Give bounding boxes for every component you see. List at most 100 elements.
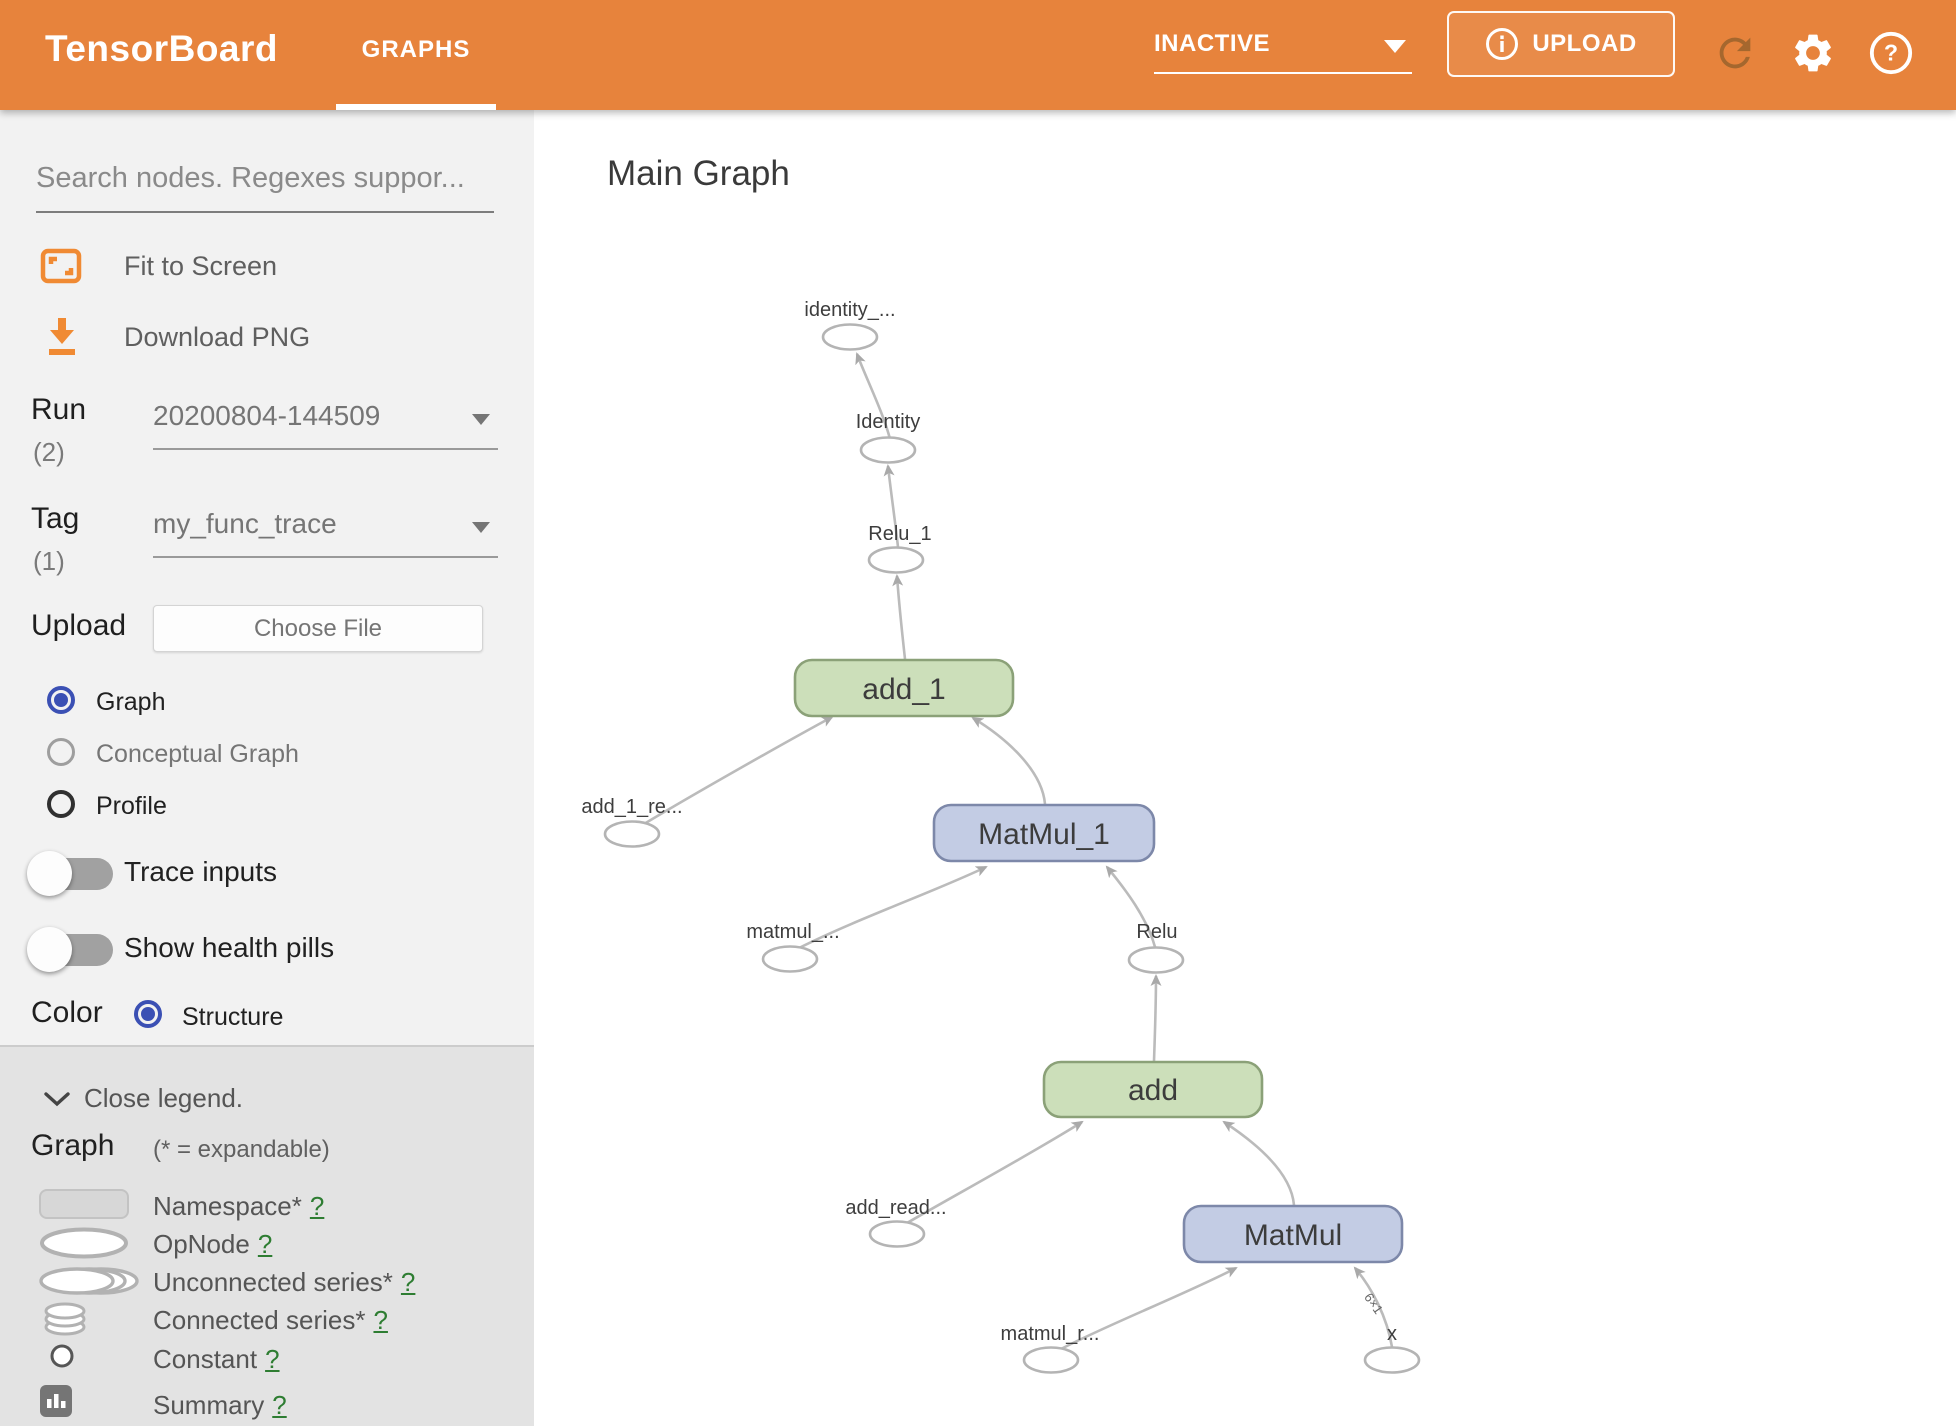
graph-node-relu-1[interactable]: Relu_1	[867, 523, 932, 574]
graph-node-matmul[interactable]: MatMul	[1182, 1204, 1404, 1264]
graph-node-add-1[interactable]: add_1	[793, 658, 1015, 718]
edge-relu-to-matmul1	[1105, 865, 1157, 948]
edge-matmulread-to-matmul1	[798, 865, 988, 950]
graph-node-identity[interactable]: Identity	[856, 411, 920, 464]
radio-graph[interactable]	[47, 686, 75, 714]
run-select[interactable]: 20200804-144509	[153, 400, 498, 450]
gear-icon[interactable]	[1790, 30, 1836, 76]
svg-text:?: ?	[1884, 40, 1898, 66]
edge-addread-to-add	[906, 1120, 1084, 1225]
refresh-icon[interactable]	[1712, 30, 1758, 76]
legend-item-connected-series: Connected series*?	[153, 1305, 388, 1335]
graph-node-add-1-re[interactable]: add_1_re...	[581, 796, 683, 848]
connected-series-swatch	[44, 1302, 86, 1336]
svg-text:matmul_...: matmul_...	[746, 921, 839, 943]
namespace-swatch	[39, 1189, 129, 1219]
upload-button-label: UPLOAD	[1532, 30, 1637, 57]
svg-text:Relu: Relu	[1136, 921, 1177, 943]
legend-item-summary: Summary?	[153, 1390, 287, 1420]
tag-select-value: my_func_trace	[153, 508, 337, 539]
legend-item-constant: Constant?	[153, 1344, 280, 1374]
graph-node-matmul-read1[interactable]: matmul_...	[746, 921, 840, 973]
page-title: Main Graph	[607, 154, 790, 193]
chevron-down-icon	[472, 522, 490, 533]
radio-profile-label[interactable]: Profile	[96, 792, 167, 820]
graph-node-matmul-1[interactable]: MatMul_1	[932, 803, 1156, 863]
opnode-swatch	[40, 1227, 128, 1259]
trace-inputs-toggle[interactable]	[27, 850, 147, 896]
fit-to-screen-icon	[40, 248, 82, 284]
download-png-label: Download PNG	[124, 321, 311, 352]
svg-text:identity_...: identity_...	[804, 299, 895, 321]
graph-canvas[interactable]: 6×1 identity_... Identity Relu_1 add_1_r…	[534, 110, 1956, 1426]
graph-node-x[interactable]: x	[1363, 1323, 1421, 1374]
show-health-pills-label: Show health pills	[124, 932, 335, 963]
edge-add1-to-relu1	[892, 574, 907, 660]
search-input[interactable]	[36, 156, 494, 213]
legend-heading: Graph	[31, 1129, 115, 1162]
graph-node-add-read[interactable]: add_read...	[845, 1197, 947, 1248]
unconnected-series-swatch	[39, 1267, 139, 1295]
show-health-pills-toggle[interactable]	[27, 926, 147, 972]
graph-node-relu[interactable]: Relu	[1127, 921, 1185, 974]
upload-button[interactable]: UPLOAD	[1447, 11, 1675, 77]
app-title: TensorBoard	[45, 28, 279, 69]
radio-graph-label[interactable]: Graph	[96, 688, 166, 716]
constant-help-link[interactable]: ?	[265, 1344, 280, 1374]
graph-node-add[interactable]: add	[1042, 1060, 1264, 1119]
edge-matmul1-to-add1	[971, 716, 1047, 805]
edge-matmulr-to-matmul	[1060, 1266, 1238, 1351]
tab-active-underline	[336, 104, 496, 110]
radio-color-structure[interactable]	[134, 1000, 162, 1028]
tag-label: Tag	[31, 502, 80, 535]
info-icon	[1486, 28, 1519, 60]
status-dropdown-value: INACTIVE	[1154, 30, 1271, 57]
edge-add-to-relu	[1150, 974, 1162, 1062]
radio-color-structure-label[interactable]: Structure	[182, 1003, 284, 1031]
opnode-help-link[interactable]: ?	[257, 1229, 273, 1259]
svg-text:MatMul: MatMul	[1244, 1219, 1342, 1252]
legend-panel: Close legend. Graph (* = expandable) Nam…	[0, 1045, 534, 1426]
close-legend-label[interactable]: Close legend.	[84, 1083, 243, 1113]
edge-matmul-to-add	[1222, 1120, 1296, 1206]
svg-text:Relu_1: Relu_1	[868, 523, 931, 545]
edge-identity-to-identityout	[855, 352, 892, 440]
upload-file-label: Upload	[31, 609, 127, 642]
app-header: TensorBoard GRAPHS INACTIVE UPLOAD ?	[0, 0, 1956, 110]
svg-text:add_1: add_1	[862, 673, 945, 706]
edge-add1re-to-add1	[643, 715, 834, 826]
tag-count: (1)	[33, 546, 65, 576]
legend-item-opnode: OpNode?	[153, 1229, 273, 1259]
chevron-down-icon[interactable]	[44, 1091, 70, 1107]
edge-x-to-matmul	[1353, 1266, 1394, 1348]
fit-to-screen-button[interactable]: Fit to Screen	[40, 246, 277, 286]
namespace-help-link[interactable]: ?	[309, 1191, 325, 1221]
graph-node-matmul-r[interactable]: matmul_r...	[1001, 1323, 1100, 1374]
summary-help-link[interactable]: ?	[272, 1390, 287, 1420]
download-png-button[interactable]: Download PNG	[44, 316, 310, 358]
radio-conceptual-graph-label[interactable]: Conceptual Graph	[96, 740, 299, 768]
unconnected-series-help-link[interactable]: ?	[400, 1267, 416, 1297]
graph-node-identity-out[interactable]: identity_...	[804, 299, 896, 351]
color-label: Color	[31, 996, 103, 1029]
tab-graphs[interactable]: GRAPHS	[361, 36, 471, 63]
legend-item-unconnected-series: Unconnected series*?	[153, 1267, 416, 1297]
chevron-down-icon	[1384, 40, 1406, 53]
radio-conceptual-graph[interactable]	[47, 738, 75, 766]
chevron-down-icon	[472, 414, 490, 425]
status-dropdown[interactable]: INACTIVE	[1154, 30, 1412, 74]
connected-series-help-link[interactable]: ?	[373, 1305, 388, 1335]
sidebar: Fit to Screen Download PNG Run (2) 20200…	[0, 110, 534, 1426]
svg-text:matmul_r...: matmul_r...	[1001, 1323, 1100, 1345]
run-count: (2)	[33, 437, 65, 467]
tag-select[interactable]: my_func_trace	[153, 508, 498, 558]
svg-text:add: add	[1128, 1074, 1178, 1107]
download-icon	[49, 318, 75, 355]
radio-profile[interactable]	[47, 790, 75, 818]
constant-swatch	[50, 1344, 74, 1368]
choose-file-button[interactable]: Choose File	[153, 605, 483, 652]
bar-chart-icon	[47, 1394, 66, 1408]
help-icon[interactable]: ?	[1868, 30, 1914, 76]
trace-inputs-label: Trace inputs	[124, 856, 278, 887]
svg-text:MatMul_1: MatMul_1	[978, 818, 1110, 851]
